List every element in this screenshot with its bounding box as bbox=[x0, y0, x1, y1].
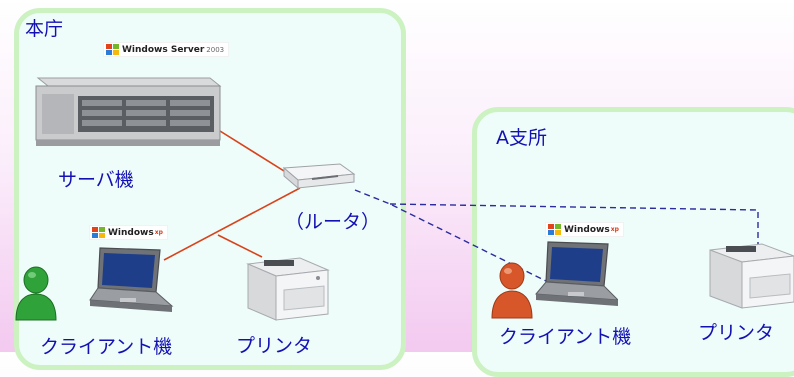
server-os-version: 2003 bbox=[206, 45, 225, 54]
laptop-icon bbox=[534, 241, 618, 306]
lan-line-server-router bbox=[219, 130, 293, 177]
honcho-client-os-badge: Windows xp bbox=[90, 226, 167, 239]
branch-client-os-suffix: xp bbox=[610, 226, 619, 233]
site-branch-box bbox=[472, 107, 794, 377]
user-icon bbox=[491, 262, 533, 319]
branch-client-os-name: Windows bbox=[564, 224, 610, 235]
router-icon bbox=[282, 163, 356, 190]
server-icon bbox=[35, 77, 222, 146]
branch-client-os-badge: Windows xp bbox=[546, 223, 623, 236]
lan-line-router-laptop bbox=[163, 187, 301, 261]
wan-line-router-branch-printer bbox=[389, 203, 759, 247]
router-label: （ルータ） bbox=[285, 211, 381, 233]
windows-flag-icon bbox=[548, 224, 561, 235]
site-honcho-title: 本庁 bbox=[25, 18, 64, 40]
honcho-client-label: クライアント機 bbox=[40, 336, 173, 358]
windows-flag-icon bbox=[106, 44, 119, 55]
honcho-client-os-suffix: xp bbox=[154, 229, 163, 236]
windows-flag-icon bbox=[92, 227, 105, 238]
user-icon bbox=[15, 266, 57, 321]
server-os-name: Windows Server bbox=[122, 44, 205, 55]
site-branch-title: A支所 bbox=[496, 127, 547, 149]
wan-line-router-branch-laptop bbox=[354, 189, 549, 283]
honcho-printer-label: プリンタ bbox=[236, 335, 313, 357]
branch-client-label: クライアント機 bbox=[499, 326, 632, 348]
site-honcho-box bbox=[14, 8, 406, 370]
laptop-icon bbox=[89, 247, 174, 312]
network-connections bbox=[163, 130, 759, 283]
server-os-badge: Windows Server 2003 bbox=[104, 43, 229, 56]
server-label: サーバ機 bbox=[58, 169, 134, 191]
honcho-client-os-name: Windows bbox=[108, 227, 154, 238]
branch-printer-label: プリンタ bbox=[698, 322, 775, 344]
printer-icon bbox=[246, 257, 330, 321]
printer-icon bbox=[709, 243, 794, 309]
lan-line-printer-branch bbox=[217, 234, 263, 258]
